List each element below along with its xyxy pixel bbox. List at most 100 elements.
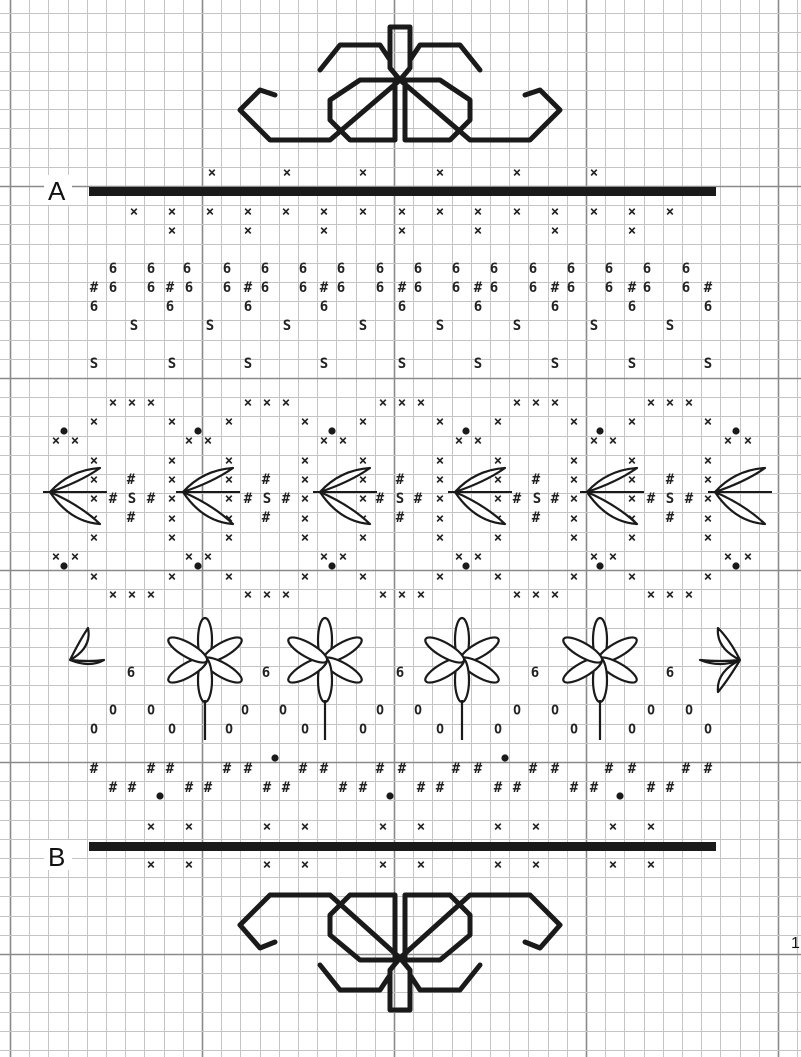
cross-symbol: × xyxy=(455,433,463,449)
cross-symbol: × xyxy=(628,491,636,507)
cross-symbol: × xyxy=(744,549,752,565)
hash-symbol: # xyxy=(704,280,713,296)
cross-symbol: × xyxy=(590,549,598,565)
cross-symbol: × xyxy=(147,395,155,411)
six-symbol: 6 xyxy=(414,261,422,277)
cross-symbol: × xyxy=(551,204,559,220)
hash-symbol: # xyxy=(590,780,599,796)
edge-marker: 1 xyxy=(791,935,800,952)
cross-symbol: × xyxy=(532,857,540,873)
french-knot-dot xyxy=(732,427,739,434)
french-knot-dot xyxy=(462,427,469,434)
french-knot-dot xyxy=(60,427,67,434)
cross-symbol: × xyxy=(168,530,176,546)
o-symbol: O xyxy=(551,704,559,719)
hash-symbol: # xyxy=(282,491,291,507)
six-symbol: 6 xyxy=(666,665,674,681)
cross-symbol: × xyxy=(666,204,674,220)
hash-symbol: # xyxy=(551,761,560,777)
six-symbol: 6 xyxy=(474,299,482,315)
six-symbol: 6 xyxy=(90,299,98,315)
cross-symbol: × xyxy=(301,569,309,585)
six-symbol: 6 xyxy=(605,280,613,296)
o-symbol: O xyxy=(241,704,249,719)
cross-symbol: × xyxy=(359,414,367,430)
o-symbol: O xyxy=(436,723,444,738)
six-symbol: 6 xyxy=(261,261,269,277)
cross-symbol: × xyxy=(398,395,406,411)
french-knot-dot xyxy=(616,792,623,799)
cross-symbol: × xyxy=(628,223,636,239)
cross-symbol: × xyxy=(320,223,328,239)
six-symbol: 6 xyxy=(398,299,406,315)
cross-symbol: × xyxy=(417,587,425,603)
cross-symbol: × xyxy=(513,587,521,603)
cross-symbol: × xyxy=(609,819,617,835)
hash-symbol: # xyxy=(109,780,118,796)
hash-symbol: # xyxy=(147,491,156,507)
cross-symbol: × xyxy=(301,414,309,430)
hash-symbol: # xyxy=(666,472,675,488)
six-symbol: 6 xyxy=(262,665,270,681)
hash-symbol: # xyxy=(204,780,213,796)
cross-symbol: × xyxy=(704,511,712,527)
cross-symbol: × xyxy=(609,549,617,565)
cross-symbol: × xyxy=(666,395,674,411)
cross-symbol: × xyxy=(168,414,176,430)
six-symbol: 6 xyxy=(682,280,690,296)
cross-symbol: × xyxy=(494,491,502,507)
six-symbol: 6 xyxy=(166,299,174,315)
s-symbol: S xyxy=(590,318,598,334)
six-symbol: 6 xyxy=(299,261,307,277)
cross-symbol: × xyxy=(320,549,328,565)
line-b xyxy=(89,842,716,851)
hash-symbol: # xyxy=(398,280,407,296)
cross-symbol: × xyxy=(225,491,233,507)
six-symbol: 6 xyxy=(244,299,252,315)
scroll-curls-bottom xyxy=(320,965,480,990)
six-symbol: 6 xyxy=(337,280,345,296)
six-symbol: 6 xyxy=(529,280,537,296)
cross-symbol: × xyxy=(704,569,712,585)
o-symbol: O xyxy=(147,704,155,719)
hash-symbol: # xyxy=(185,780,194,796)
cross-symbol: × xyxy=(168,491,176,507)
cross-symbol: × xyxy=(570,414,578,430)
cross-symbol: × xyxy=(244,587,252,603)
cross-symbol: × xyxy=(244,395,252,411)
six-symbol: 6 xyxy=(643,261,651,277)
french-knot-dot xyxy=(60,562,67,569)
hash-symbol: # xyxy=(396,510,405,526)
cross-symbol: × xyxy=(704,530,712,546)
scroll-knot-bottom xyxy=(390,958,410,1010)
cross-symbol: × xyxy=(494,569,502,585)
cross-symbol: × xyxy=(320,204,328,220)
six-symbol: 6 xyxy=(185,280,193,296)
cross-symbol: × xyxy=(147,819,155,835)
hash-symbol: # xyxy=(682,761,691,777)
s-symbol: S xyxy=(398,356,406,372)
six-symbol: 6 xyxy=(452,261,460,277)
label-b: B xyxy=(48,842,65,872)
hash-symbol: # xyxy=(647,780,656,796)
s-symbol: S xyxy=(320,356,328,372)
hash-symbol: # xyxy=(244,280,253,296)
cross-symbol: × xyxy=(513,395,521,411)
six-symbol: 6 xyxy=(567,280,575,296)
cross-symbol: × xyxy=(474,549,482,565)
flower-half-right xyxy=(700,628,740,692)
hash-symbol: # xyxy=(376,761,385,777)
hash-symbol: # xyxy=(452,761,461,777)
cross-symbol: × xyxy=(436,453,444,469)
cross-symbol: × xyxy=(301,819,309,835)
s-symbol: S xyxy=(513,318,521,334)
s-symbol: S xyxy=(130,318,138,334)
s-symbol: S xyxy=(359,318,367,334)
hash-symbol: # xyxy=(263,780,272,796)
cross-symbol: × xyxy=(494,414,502,430)
hash-symbol: # xyxy=(605,761,614,777)
cross-symbol: × xyxy=(532,587,540,603)
scroll-arms-bottom xyxy=(240,895,560,958)
cross-symbol: × xyxy=(282,395,290,411)
